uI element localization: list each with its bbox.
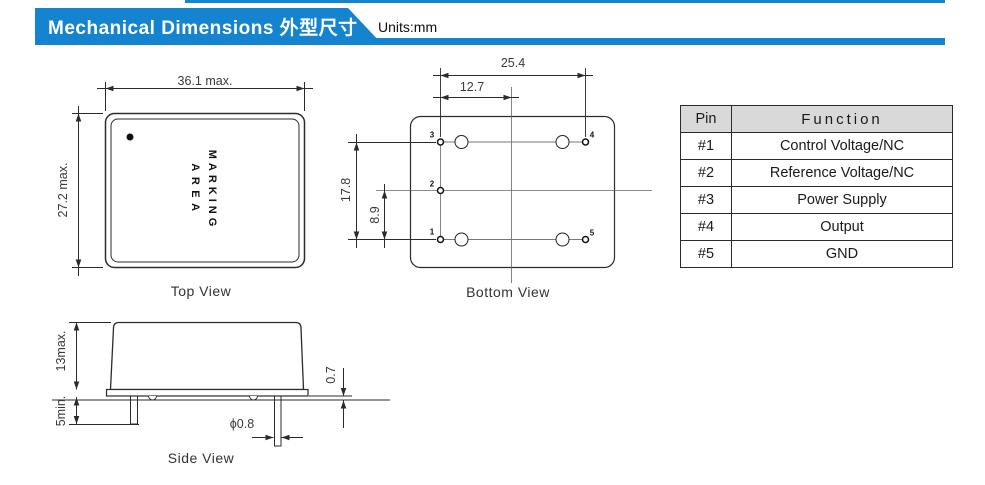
pin-number-3: 3 bbox=[429, 130, 435, 140]
bottom-view-label: Bottom View bbox=[466, 284, 550, 300]
hole-top-left bbox=[454, 135, 469, 149]
units-label: Units:mm bbox=[378, 19, 438, 35]
side-view-drawing bbox=[52, 321, 390, 447]
function-column-header: Function bbox=[731, 105, 953, 133]
top-rule bbox=[185, 0, 945, 3]
top-view-label: Top View bbox=[170, 283, 232, 299]
function-cell: Control Voltage/NC bbox=[731, 132, 953, 160]
marking-line2: AREA bbox=[189, 163, 201, 217]
pin-number-2: 2 bbox=[429, 179, 435, 189]
top-view-drawing bbox=[72, 82, 313, 276]
pin1-dot-marker bbox=[126, 133, 134, 141]
table-row: #4 Output bbox=[680, 213, 953, 241]
bottom-view-half-x-dim: 12.7 bbox=[459, 80, 485, 94]
pin-column-header: Pin bbox=[680, 105, 732, 133]
bottom-view-half-y-dim: 8.9 bbox=[368, 206, 382, 224]
table-header-row: Pin Function bbox=[680, 105, 953, 133]
bottom-view-drawing bbox=[348, 68, 652, 283]
hole-top-right bbox=[555, 135, 570, 149]
pin-cell: #1 bbox=[680, 132, 732, 160]
table-row: #1 Control Voltage/NC bbox=[680, 132, 953, 160]
side-base bbox=[105, 388, 309, 397]
marking-line1: MARKING bbox=[206, 149, 218, 231]
pin-function-table: Pin Function #1 Control Voltage/NC #2 Re… bbox=[680, 105, 953, 268]
pin-number-1: 1 bbox=[429, 227, 435, 237]
pin-cell: #3 bbox=[680, 186, 732, 214]
bottom-view-span-x-dim: 25.4 bbox=[500, 56, 526, 70]
function-cell: GND bbox=[731, 240, 953, 268]
pin-1 bbox=[436, 235, 445, 244]
header-underline bbox=[360, 38, 945, 45]
side-pin-right bbox=[274, 395, 282, 447]
pin-4 bbox=[581, 138, 590, 146]
side-view-label: Side View bbox=[167, 450, 235, 466]
bottom-view-span-y-dim: 17.8 bbox=[339, 177, 353, 203]
top-view-height-dim: 27.2 max. bbox=[56, 162, 70, 218]
function-cell: Reference Voltage/NC bbox=[731, 159, 953, 187]
section-banner: Mechanical Dimensions 外型尺寸 bbox=[35, 8, 383, 45]
section-title: Mechanical Dimensions 外型尺寸 bbox=[48, 18, 358, 39]
side-view-standoff-dim: 0.7 bbox=[324, 366, 338, 384]
pin-cell: #5 bbox=[680, 240, 732, 268]
pin-number-4: 4 bbox=[589, 130, 595, 140]
pin-2 bbox=[436, 186, 445, 195]
function-cell: Output bbox=[731, 213, 953, 241]
table-row: #3 Power Supply bbox=[680, 186, 953, 214]
side-body bbox=[109, 321, 305, 391]
side-view-height-dim: 13max. bbox=[54, 330, 68, 372]
pin-3 bbox=[436, 138, 445, 146]
pin-cell: #2 bbox=[680, 159, 732, 187]
pin-5 bbox=[581, 235, 590, 244]
side-view-pin-diameter-dim: ϕ0.8 bbox=[229, 417, 255, 431]
top-view-width-dim: 36.1 max. bbox=[177, 74, 233, 88]
marking-area-text: MARKING AREA bbox=[186, 150, 220, 231]
pin-number-5: 5 bbox=[589, 228, 595, 238]
side-view-pin-length-dim: 5min. bbox=[54, 395, 68, 427]
function-cell: Power Supply bbox=[731, 186, 953, 214]
table-row: #2 Reference Voltage/NC bbox=[680, 159, 953, 187]
hole-bottom-left bbox=[454, 232, 469, 247]
hole-bottom-right bbox=[555, 232, 570, 247]
pin-cell: #4 bbox=[680, 213, 732, 241]
table-row: #5 GND bbox=[680, 240, 953, 268]
